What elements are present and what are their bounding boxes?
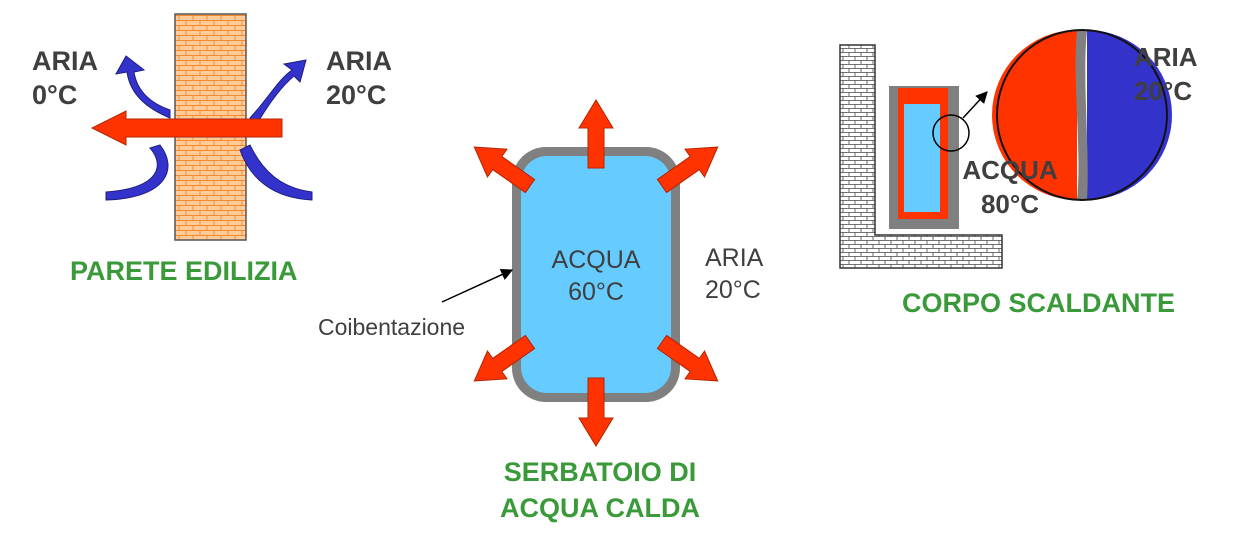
- heat-loss-arrow: [90, 110, 283, 146]
- radiator-group: [839, 29, 1172, 269]
- heat-arrow-down: [578, 377, 614, 447]
- radiator-water: [904, 104, 940, 212]
- detail-hot-half: [992, 30, 1077, 200]
- cold-air-arrow-bottom: [105, 144, 169, 201]
- detail-wall-strip: [1075, 30, 1088, 200]
- building-wall-group: [90, 13, 313, 241]
- wall-caption: PARETE EDILIZIA: [70, 256, 298, 286]
- tank-water-label: ACQUA 60°C: [531, 244, 661, 308]
- detail-marker-circle: [932, 114, 970, 152]
- tank-caption-line2: ACQUA CALDA: [500, 493, 700, 523]
- radiator-water-line2: 80°C: [980, 189, 1040, 219]
- wall-warm-air-line2: 20°C: [326, 80, 387, 110]
- warm-air-arrow-bottom: [239, 144, 313, 201]
- tank-air-label: ARIA 20°C: [705, 242, 763, 306]
- wall-warm-air-line1: ARIA: [326, 46, 392, 76]
- insulation-pointer-arrow: [441, 269, 514, 303]
- insulation-label: Coibentazione: [318, 314, 466, 340]
- tank-water-line1: ACQUA: [551, 246, 641, 274]
- detail-outline: [996, 29, 1168, 201]
- radiator-water-label: ACQUA 80°C: [950, 153, 1070, 221]
- tank-air-line2: 20°C: [705, 276, 761, 304]
- wall-cold-air-line2: 0°C: [32, 80, 78, 110]
- wall-warm-air-label: ARIA 20°C: [326, 44, 392, 112]
- heat-arrow-lower-left: [473, 334, 536, 382]
- radiator-air-label: ARIA 20°C: [1134, 40, 1198, 108]
- heat-arrow-lower-right: [656, 334, 719, 382]
- tank-caption-line1: SERBATOIO DI: [503, 457, 697, 487]
- wall-cold-air-label: ARIA 0°C: [32, 44, 98, 112]
- heat-arrow-upper-left: [473, 146, 536, 194]
- radiator-caption: CORPO SCALDANTE: [902, 288, 1176, 318]
- cold-air-arrow-top: [115, 55, 171, 119]
- tank-air-line1: ARIA: [705, 244, 764, 272]
- tank-water: [521, 156, 671, 393]
- radiator-air-line2: 20°C: [1134, 76, 1193, 106]
- tank-water-line2: 60°C: [568, 278, 624, 306]
- warm-air-arrow-top: [249, 59, 307, 123]
- heat-arrow-upper-right: [656, 146, 719, 194]
- tank-caption: SERBATOIO DI ACQUA CALDA: [450, 454, 750, 526]
- radiator-air-line1: ARIA: [1134, 42, 1198, 72]
- heat-arrows-group: [473, 99, 719, 447]
- detail-pointer-arrow: [962, 91, 988, 119]
- heat-arrow-up: [578, 99, 614, 169]
- detail-cold-half: [1087, 30, 1172, 200]
- radiator-water-line1: ACQUA: [962, 155, 1058, 185]
- water-tank-group: [512, 147, 680, 402]
- radiator-wall-brick: [839, 44, 1003, 269]
- wall-cold-air-line1: ARIA: [32, 46, 98, 76]
